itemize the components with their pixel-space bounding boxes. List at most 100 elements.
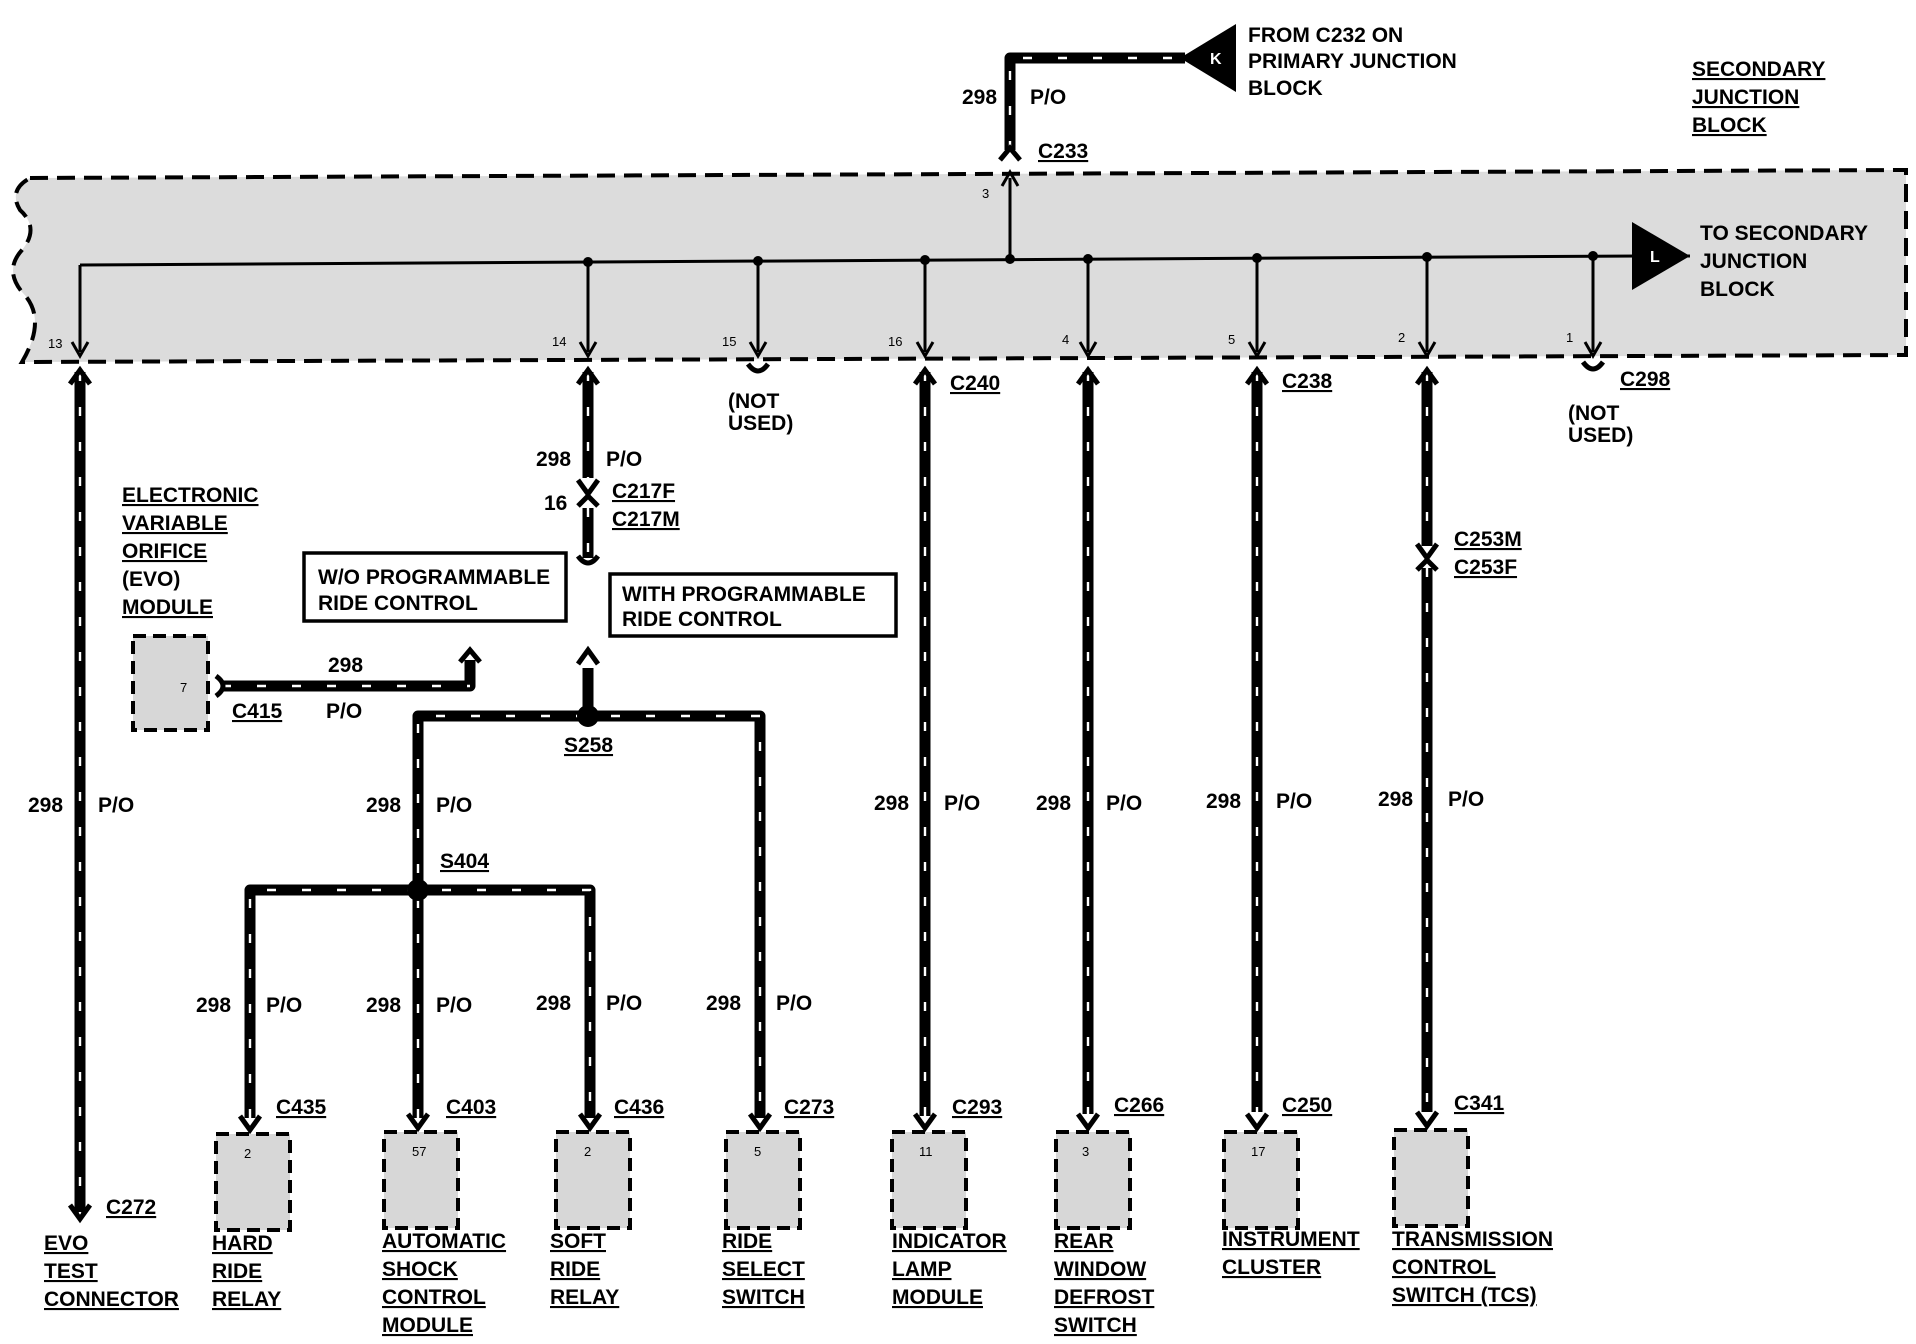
wire-pin-2: C253M C253F 298 P/O — [1378, 365, 1522, 1112]
splice-s404 — [407, 879, 429, 901]
component-label-line: SELECT — [722, 1258, 805, 1281]
component-label-line: RELAY — [550, 1286, 619, 1309]
component-box — [1222, 1130, 1300, 1230]
svg-text:JUNCTION: JUNCTION — [1692, 86, 1799, 109]
svg-text:7: 7 — [180, 680, 187, 695]
svg-text:L: L — [1650, 249, 1660, 266]
svg-text:C238: C238 — [1282, 370, 1333, 393]
svg-text:WITH PROGRAMMABLE: WITH PROGRAMMABLE — [622, 583, 866, 606]
component-connector: C250 — [1282, 1094, 1332, 1117]
wire-evo-module: 298 P/O C415 — [214, 646, 482, 723]
component-label-line: WINDOW — [1054, 1258, 1146, 1281]
svg-text:298: 298 — [874, 792, 909, 815]
svg-text:14: 14 — [552, 334, 566, 349]
svg-text:K: K — [1210, 51, 1222, 68]
component-label-line: SOFT — [550, 1230, 606, 1253]
component-label-line: SWITCH (TCS) — [1392, 1284, 1537, 1307]
svg-text:RIDE CONTROL: RIDE CONTROL — [318, 592, 478, 615]
svg-text:298: 298 — [1036, 792, 1071, 815]
option-without-programmable: W/O PROGRAMMABLE RIDE CONTROL — [302, 551, 568, 623]
component-label-line: RELAY — [212, 1288, 281, 1311]
wire-evo-test-connector: 298 P/O — [28, 365, 134, 1224]
svg-text:298: 298 — [328, 654, 363, 677]
component-connector: C435 — [276, 1096, 327, 1119]
component-connector: C293 — [952, 1096, 1002, 1119]
block-connector-labels: C240 C238 C298 — [950, 368, 1671, 395]
svg-text:BLOCK: BLOCK — [1248, 77, 1323, 100]
terminal-arrow — [405, 1112, 431, 1133]
svg-text:FROM C232 ON: FROM C232 ON — [1248, 24, 1403, 47]
component-label-line: SHOCK — [382, 1258, 458, 1281]
svg-text:3: 3 — [982, 186, 989, 201]
junction-block-label: SECONDARY JUNCTION BLOCK — [1692, 58, 1825, 137]
component-pin: 5 — [754, 1144, 761, 1159]
svg-text:298: 298 — [366, 794, 401, 817]
component-pin: 3 — [1082, 1144, 1089, 1159]
component-label-line: CONNECTOR — [44, 1288, 179, 1311]
svg-text:P/O: P/O — [326, 700, 362, 723]
component-connector: C436 — [614, 1096, 664, 1119]
terminal-arrow — [912, 1112, 938, 1133]
svg-text:PRIMARY JUNCTION: PRIMARY JUNCTION — [1248, 50, 1457, 73]
component-connector: C403 — [446, 1096, 496, 1119]
svg-text:P/O: P/O — [944, 792, 980, 815]
component-label-line: RIDE — [722, 1230, 772, 1253]
secondary-junction-block — [11, 167, 1908, 365]
svg-text:2: 2 — [1398, 330, 1405, 345]
svg-text:ELECTRONIC: ELECTRONIC — [122, 484, 259, 507]
component-connector: C273 — [784, 1096, 834, 1119]
feed-wire: K — [998, 24, 1236, 162]
component-label-line: DEFROST — [1054, 1286, 1155, 1309]
terminal-arrow — [1414, 1110, 1440, 1131]
terminal-arrow — [1244, 1112, 1270, 1133]
svg-text:298: 298 — [536, 448, 571, 471]
component-box — [1054, 1130, 1132, 1230]
svg-text:C253M: C253M — [1454, 528, 1522, 551]
component-label-line: RIDE — [212, 1260, 262, 1283]
svg-text:298: 298 — [536, 992, 571, 1015]
component-pin: 11 — [919, 1144, 933, 1159]
svg-text:298: 298 — [28, 794, 63, 817]
component-label-line: SWITCH — [1054, 1314, 1137, 1337]
svg-text:16: 16 — [888, 334, 902, 349]
not-used-pin-15: (NOT USED) — [728, 362, 793, 435]
component-pin: 17 — [1251, 1144, 1265, 1159]
svg-text:P/O: P/O — [1030, 86, 1066, 109]
components: C272EVOTESTCONNECTOR2C435HARDRIDERELAY57… — [44, 1092, 1553, 1337]
exit-connector-l: L TO SECONDARY JUNCTION BLOCK — [1632, 222, 1868, 301]
svg-text:298: 298 — [706, 992, 741, 1015]
svg-text:298: 298 — [1206, 790, 1241, 813]
block-pin-numbers: 13 14 15 16 4 5 2 1 — [48, 330, 1573, 351]
component-box — [1392, 1128, 1470, 1228]
svg-text:(NOT: (NOT — [1568, 402, 1619, 425]
svg-text:W/O PROGRAMMABLE: W/O PROGRAMMABLE — [318, 566, 550, 589]
svg-text:S404: S404 — [440, 850, 489, 873]
svg-text:298: 298 — [1378, 788, 1413, 811]
component-label-line: REAR — [1054, 1230, 1114, 1253]
wire-programmable-branch: S258 298 P/O S404 298 P/O 298 P/O 298 P/… — [196, 645, 812, 1118]
svg-text:5: 5 — [1228, 332, 1235, 347]
svg-text:P/O: P/O — [98, 794, 134, 817]
svg-text:1: 1 — [1566, 330, 1573, 345]
svg-text:15: 15 — [722, 334, 736, 349]
svg-text:P/O: P/O — [266, 994, 302, 1017]
internal-bus — [70, 168, 1641, 360]
svg-text:C415: C415 — [232, 700, 283, 723]
svg-text:TO SECONDARY: TO SECONDARY — [1700, 222, 1868, 245]
svg-text:P/O: P/O — [436, 994, 472, 1017]
component-label-line: CONTROL — [1392, 1256, 1496, 1279]
svg-text:16: 16 — [544, 492, 567, 515]
component-pin: 2 — [584, 1144, 591, 1159]
terminal-arrow — [747, 1112, 773, 1133]
component-label-line: TRANSMISSION — [1392, 1228, 1553, 1251]
component-box — [214, 1132, 292, 1232]
terminal-arrow — [577, 1112, 603, 1133]
svg-text:P/O: P/O — [436, 794, 472, 817]
component-label-line: HARD — [212, 1232, 273, 1255]
